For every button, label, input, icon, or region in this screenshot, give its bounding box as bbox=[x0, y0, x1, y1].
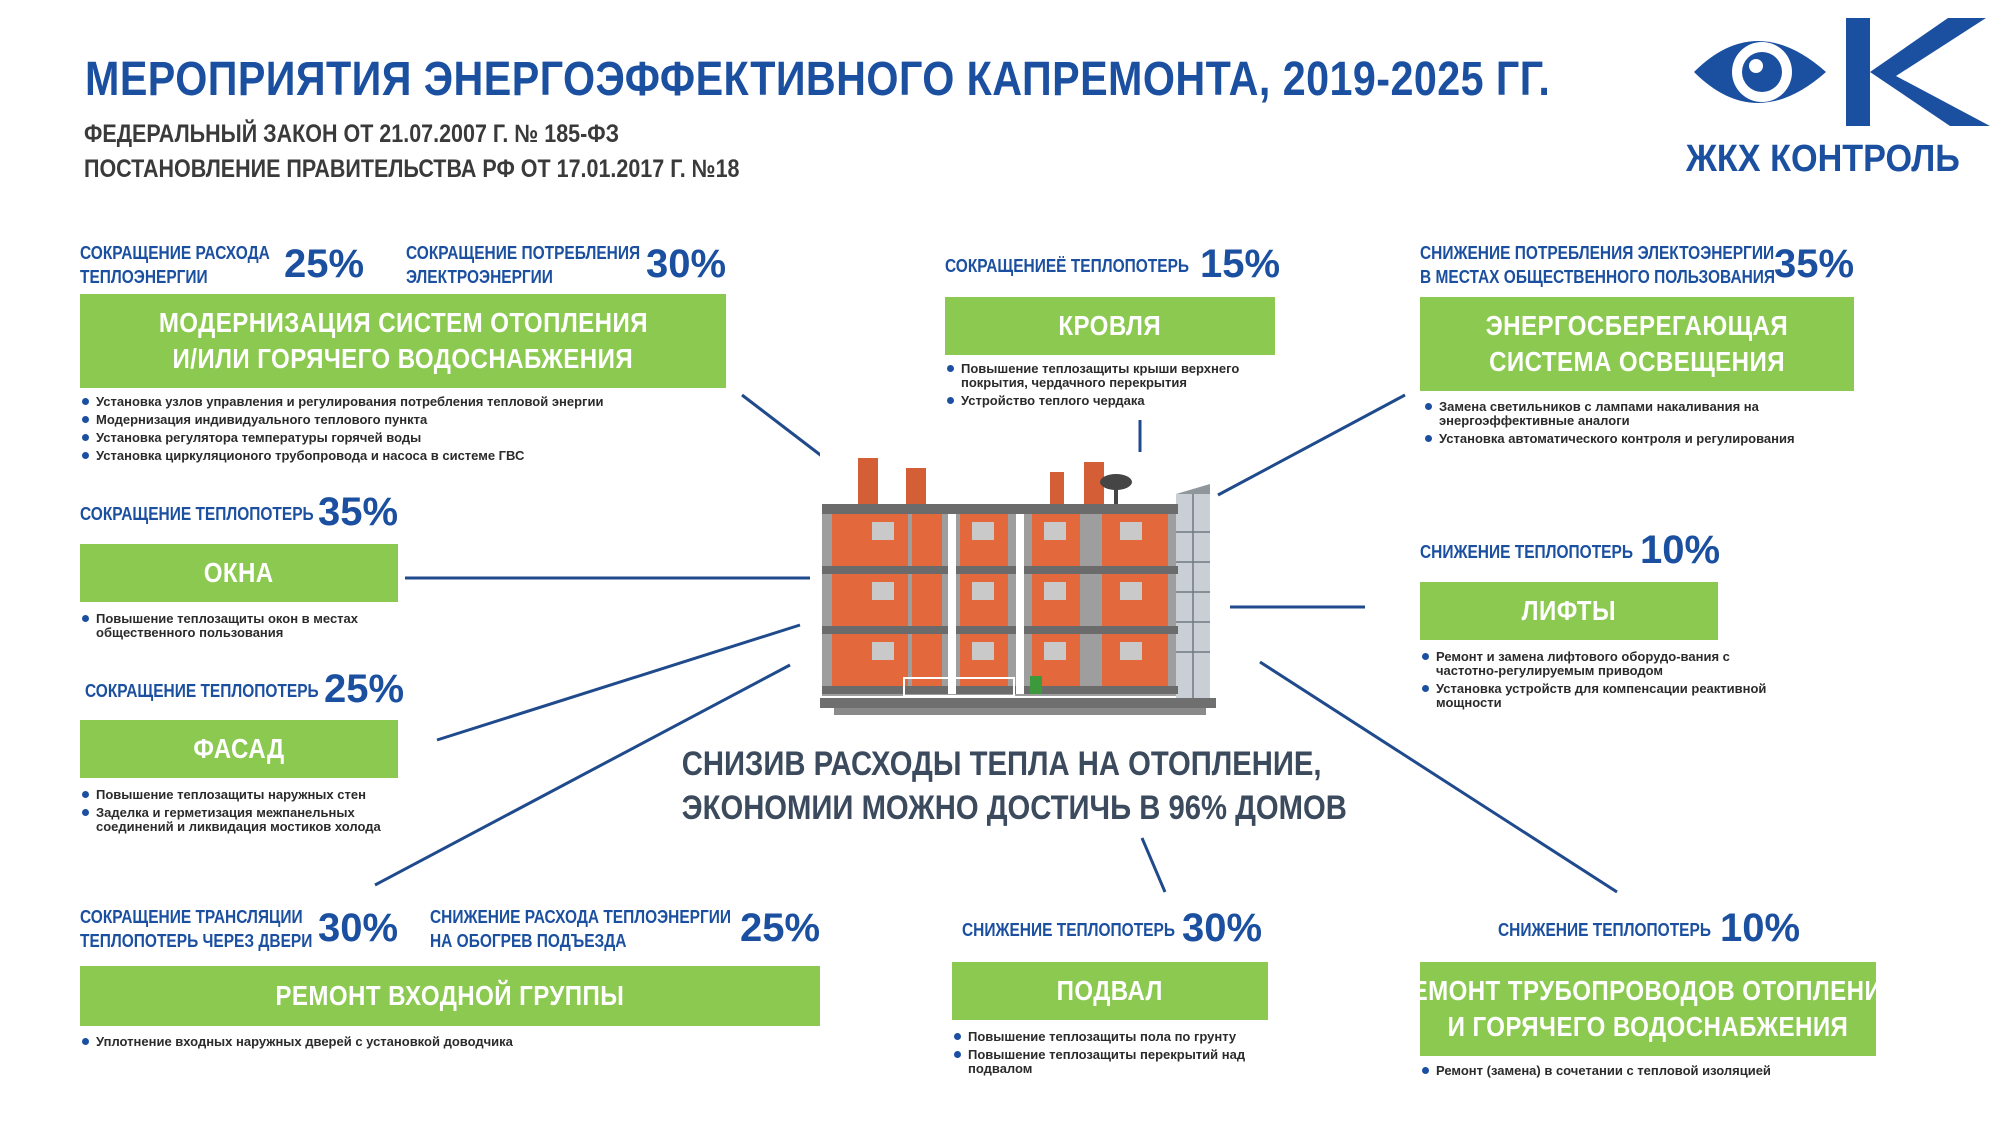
center-statement: СНИЗИВ РАСХОДЫ ТЕПЛА НА ОТОПЛЕНИЕ, ЭКОНО… bbox=[681, 745, 1347, 827]
list-item: Модернизация индивидуального теплового п… bbox=[80, 413, 730, 427]
heating-stat2-value: 30% bbox=[646, 242, 727, 286]
list-item: Повышение теплозащиты пола по грунту bbox=[952, 1030, 1282, 1044]
pipes-stat-label: СНИЖЕНИЕ ТЕПЛОПОТЕРЬ bbox=[1498, 920, 1711, 940]
lighting-stat-value: 35% bbox=[1774, 242, 1855, 286]
line-facade bbox=[436, 623, 801, 742]
roof-stat-label: СОКРАЩЕНИЕЁ ТЕПЛОПОТЕРЬ bbox=[945, 256, 1190, 276]
roof-measures-list: Повышение теплозащиты крыши верхнего пок… bbox=[945, 362, 1290, 412]
list-item: Установка регулятора температуры горячей… bbox=[80, 431, 730, 445]
facade-title-box: ФАСАД bbox=[80, 720, 398, 778]
list-item: Повышение теплозащиты окон в местах обще… bbox=[80, 612, 410, 640]
windows-stat-value: 35% bbox=[318, 490, 399, 534]
list-item: Повышение теплозащиты перекрытий над под… bbox=[952, 1048, 1282, 1076]
heating-measures-list: Установка узлов управления и регулирован… bbox=[80, 395, 730, 467]
list-item: Повышение теплозащиты крыши верхнего пок… bbox=[945, 362, 1290, 390]
list-item: Заделка и герметизация межпанельных соед… bbox=[80, 806, 400, 834]
heating-stat1-value: 25% bbox=[284, 242, 365, 286]
entrance-measures-list: Уплотнение входных наружных дверей с уст… bbox=[80, 1035, 780, 1053]
law-reference-1: ФЕДЕРАЛЬНЫЙ ЗАКОН ОТ 21.07.2007 Г. № 185… bbox=[84, 120, 620, 148]
list-item: Установка узлов управления и регулирован… bbox=[80, 395, 730, 409]
line-entrance bbox=[374, 663, 791, 887]
list-item: Ремонт (замена) в сочетании с тепловой и… bbox=[1420, 1064, 1870, 1078]
law-reference-2: ПОСТАНОВЛЕНИЕ ПРАВИТЕЛЬСТВА РФ ОТ 17.01.… bbox=[84, 155, 740, 183]
line-basement bbox=[1140, 837, 1167, 893]
building-cutaway-illustration bbox=[820, 452, 1216, 716]
list-item: Установка циркуляционого трубопровода и … bbox=[80, 449, 730, 463]
list-item: Ремонт и замена лифтового оборудо-вания … bbox=[1420, 650, 1780, 678]
eye-logo-icon bbox=[1694, 18, 1990, 126]
lifts-title-box: ЛИФТЫ bbox=[1420, 582, 1718, 640]
facade-stat-label: СОКРАЩЕНИЕ ТЕПЛОПОТЕРЬ bbox=[85, 681, 319, 701]
basement-title-box: ПОДВАЛ bbox=[952, 962, 1268, 1020]
entrance-title-box: РЕМОНТ ВХОДНОЙ ГРУППЫ bbox=[80, 966, 820, 1026]
line-pipes bbox=[1259, 660, 1618, 894]
lifts-stat-value: 10% bbox=[1640, 528, 1721, 572]
list-item: Установка устройств для компенсации реак… bbox=[1420, 682, 1780, 710]
pipes-stat-value: 10% bbox=[1720, 906, 1801, 950]
list-item: Уплотнение входных наружных дверей с уст… bbox=[80, 1035, 780, 1049]
list-item: Замена светильников с лампами накаливани… bbox=[1423, 400, 1823, 428]
lifts-measures-list: Ремонт и замена лифтового оборудо-вания … bbox=[1420, 650, 1780, 714]
line-lighting bbox=[1217, 393, 1406, 497]
basement-stat-label: СНИЖЕНИЕ ТЕПЛОПОТЕРЬ bbox=[962, 920, 1175, 940]
windows-measures-list: Повышение теплозащиты окон в местах обще… bbox=[80, 612, 410, 644]
page-title: МЕРОПРИЯТИЯ ЭНЕРГОЭФФЕКТИВНОГО КАПРЕМОНТ… bbox=[85, 53, 1551, 106]
roof-title-box: КРОВЛЯ bbox=[945, 297, 1275, 355]
basement-stat-value: 30% bbox=[1182, 906, 1263, 950]
entrance-stat2-value: 25% bbox=[740, 906, 821, 950]
facade-measures-list: Повышение теплозащиты наружных стен Заде… bbox=[80, 788, 400, 838]
roof-stat-value: 15% bbox=[1200, 242, 1281, 286]
list-item: Установка автоматического контроля и рег… bbox=[1423, 432, 1823, 446]
list-item: Повышение теплозащиты наружных стен bbox=[80, 788, 400, 802]
logo-text: ЖКХ КОНТРОЛЬ bbox=[1686, 138, 1960, 180]
pipes-measures-list: Ремонт (замена) в сочетании с тепловой и… bbox=[1420, 1064, 1870, 1082]
lifts-stat-label: СНИЖЕНИЕ ТЕПЛОПОТЕРЬ bbox=[1420, 542, 1633, 562]
lighting-measures-list: Замена светильников с лампами накаливани… bbox=[1423, 400, 1823, 450]
list-item: Устройство теплого чердака bbox=[945, 394, 1290, 408]
basement-measures-list: Повышение теплозащиты пола по грунту Пов… bbox=[952, 1030, 1282, 1080]
windows-title-box: ОКНА bbox=[80, 544, 398, 602]
facade-stat-value: 25% bbox=[324, 667, 405, 711]
windows-stat-label: СОКРАЩЕНИЕ ТЕПЛОПОТЕРЬ bbox=[80, 504, 314, 524]
entrance-stat1-value: 30% bbox=[318, 906, 399, 950]
